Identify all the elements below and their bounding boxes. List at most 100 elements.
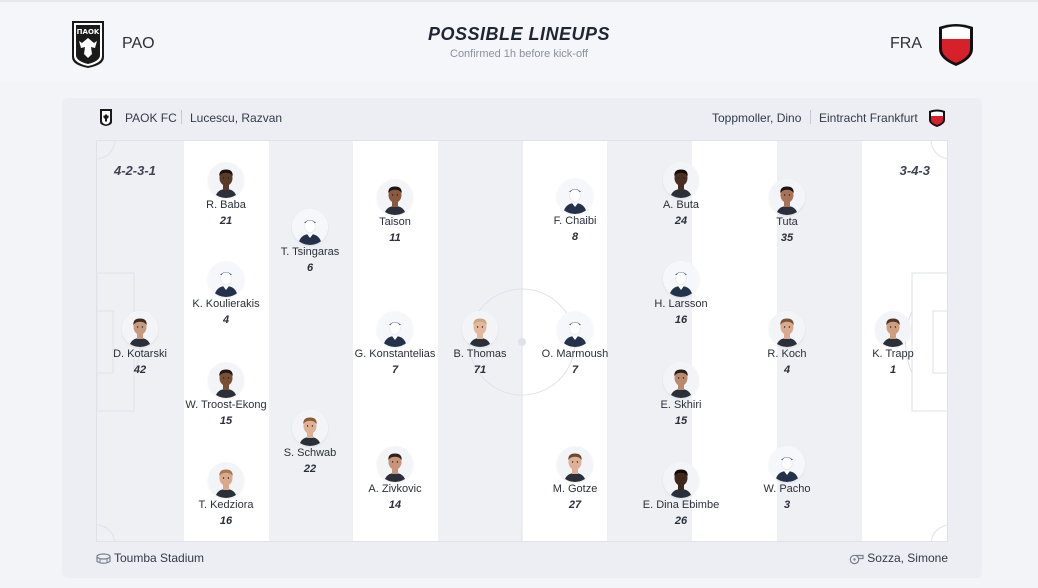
player-number: 8 [571,231,579,243]
player-name: B. Thomas [453,348,507,360]
player-name: T. Kedziora [198,499,254,511]
player-number: 15 [674,415,688,427]
player-name: E. Skhiri [660,399,702,411]
referee-name: Sozza, Simone [867,551,948,565]
player-number: 42 [133,364,147,376]
player-number: 4 [222,314,230,326]
player-photo [462,311,498,347]
player-photo [292,410,328,446]
lineup-status: Confirmed 1h before kick-off [450,48,588,60]
home-team-abbr[interactable]: PAO [122,35,155,52]
player-silhouette-icon [557,178,593,214]
pitch: 4-2-3-1 3-4-3 D. Kotarski 42 R. Baba 21 K. K… [96,140,948,542]
player-name: R. Baba [206,199,246,211]
player-photo [208,162,244,198]
player-photo [557,446,593,482]
home-player[interactable]: T. Kedziora 16 [176,462,276,527]
player-silhouette-icon [769,446,805,482]
away-player[interactable]: H. Larsson 16 [631,261,731,326]
player-silhouette-icon [557,311,593,347]
player-photo [208,362,244,398]
player-number: 7 [571,364,579,376]
player-photo [663,362,699,398]
player-photo [377,179,413,215]
paok-small-logo[interactable] [99,108,113,127]
home-player[interactable]: D. Kotarski 42 [97,311,190,376]
away-player[interactable]: W. Pacho 3 [737,446,837,511]
player-name: D. Kotarski [113,348,167,360]
player-number: 27 [568,499,582,511]
player-number: 4 [783,364,791,376]
player-name: H. Larsson [654,298,708,310]
player-name: A. Buta [662,199,700,211]
player-number: 1 [889,364,897,376]
stadium-icon [96,553,111,564]
player-number: 21 [219,215,233,227]
player-photo [122,311,158,347]
player-silhouette-icon [292,209,328,245]
player-name: O. Marmoush [541,348,609,360]
away-player[interactable]: E. Dina Ebimbe 26 [631,462,731,527]
match-header: ΠΑΟΚ PAO POSSIBLE LINEUPS Confirmed 1h b… [0,0,1038,82]
frankfurt-logo[interactable] [937,21,975,67]
away-formation: 3-4-3 [899,163,930,178]
home-player[interactable]: G. Konstantelias 7 [345,311,445,376]
away-team-name[interactable]: Eintracht Frankfurt [819,111,918,125]
away-player[interactable]: A. Buta 24 [631,162,731,227]
player-number: 14 [388,499,402,511]
player-name: G. Konstantelias [354,348,436,360]
paok-logo[interactable]: ΠΑΟΚ [70,19,106,69]
player-name: W. Troost-Ekong [185,399,267,411]
player-number: 16 [219,515,233,527]
player-name: W. Pacho [763,483,811,495]
page-title: POSSIBLE LINEUPS [427,24,611,44]
home-player[interactable]: B. Thomas 71 [430,311,530,376]
away-coach-name[interactable]: Toppmoller, Dino [712,111,802,125]
lineups-card: PAOK FC Lucescu, Razvan Toppmoller, Dino… [62,98,982,578]
player-number: 24 [674,215,688,227]
player-number: 22 [303,463,317,475]
referee-info[interactable]: Sozza, Simone [849,551,948,565]
player-name: Tuta [776,216,798,228]
teams-info-row: PAOK FC Lucescu, Razvan Toppmoller, Dino… [62,98,982,138]
player-photo [208,462,244,498]
away-team-abbr[interactable]: FRA [890,35,922,52]
away-player[interactable]: O. Marmoush 7 [525,311,625,376]
stadium-info[interactable]: Toumba Stadium [96,551,204,565]
home-player[interactable]: R. Baba 21 [176,162,276,227]
home-player[interactable]: W. Troost-Ekong 15 [176,362,276,427]
player-number: 7 [391,364,399,376]
home-formation: 4-2-3-1 [114,163,156,178]
player-silhouette-icon [663,261,699,297]
stadium-name: Toumba Stadium [114,551,205,565]
player-name: E. Dina Ebimbe [642,499,720,511]
player-number: 15 [219,415,233,427]
away-player[interactable]: K. Trapp 1 [843,311,943,376]
player-photo [663,462,699,498]
pitch-markings [97,141,947,541]
player-photo [377,446,413,482]
player-number: 16 [674,314,688,326]
home-player[interactable]: S. Schwab 22 [260,410,360,475]
home-coach-name[interactable]: Lucescu, Razvan [190,111,283,125]
away-player[interactable]: E. Skhiri 15 [631,362,731,427]
player-number: 3 [783,499,791,511]
player-photo [769,179,805,215]
player-name: K. Trapp [872,348,914,360]
player-number: 26 [674,515,688,527]
player-silhouette-icon [377,311,413,347]
player-number: 71 [473,364,487,376]
player-name: Taison [379,216,411,228]
home-team-name[interactable]: PAOK FC [125,111,177,125]
player-silhouette-icon [208,261,244,297]
player-name: S. Schwab [283,447,337,459]
frankfurt-small-logo[interactable] [928,108,946,128]
